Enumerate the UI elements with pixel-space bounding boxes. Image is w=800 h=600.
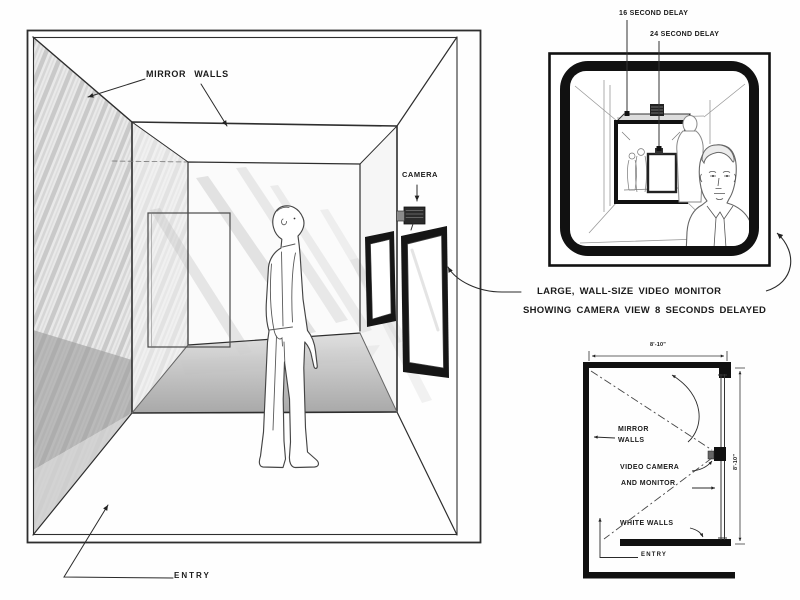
monitor-caption-line-2: SHOWING CAMERA VIEW 8 SECONDS DELAYED — [523, 305, 767, 316]
plan-sight-lines — [590, 370, 713, 540]
plan-height-dimension: 8'-10" — [733, 453, 739, 470]
entry-label: ENTRY — [174, 571, 211, 580]
plan-video-camera-line-1: VIDEO CAMERA — [620, 464, 680, 471]
mirror-walls-label: MIRROR WALLS — [146, 69, 229, 79]
person-figure — [258, 205, 320, 469]
plan-entry-label: ENTRY — [641, 552, 668, 558]
illustration-border — [26, 29, 482, 544]
crt-screen-content — [574, 80, 749, 246]
plan-width-dimension: 8'-10" — [649, 342, 667, 348]
plan-mirror-walls-line-1: MIRROR — [618, 426, 649, 433]
screen-standing-figure — [676, 115, 704, 203]
caption-to-monitor-arrow — [765, 232, 792, 292]
floor-plan-drawing — [583, 351, 745, 579]
monitor-caption-line-1: LARGE, WALL-SIZE VIDEO MONITOR — [537, 286, 722, 297]
main-leader-lines — [63, 78, 522, 579]
plan-leader-lines — [593, 374, 715, 558]
plan-video-camera-line-2: AND MONITOR — [621, 480, 676, 487]
screen-foreground-person — [685, 144, 749, 246]
room-opening-frame — [32, 36, 458, 536]
wall-monitor-large — [401, 226, 449, 378]
shaded-floor-band — [132, 333, 397, 413]
nested-nested-monitor — [646, 152, 678, 194]
plan-dimension-lines — [588, 351, 745, 545]
perspective-room-drawing — [26, 29, 522, 579]
camera-icon — [396, 206, 426, 231]
delay-16-label: 16 SECOND DELAY — [619, 10, 689, 17]
plan-walls — [583, 362, 735, 579]
delay-leader-lines — [624, 20, 662, 151]
plan-mirror-walls-line-2: WALLS — [618, 437, 645, 444]
plan-white-walls-label: WHITE WALLS — [620, 520, 674, 527]
camera-label: CAMERA — [402, 170, 438, 179]
wall-monitor-small — [365, 231, 396, 327]
monitor-detail-drawing — [548, 20, 792, 292]
door-outline — [147, 212, 231, 348]
delay-24-label: 24 SECOND DELAY — [650, 31, 720, 38]
plan-white-wall-bar — [620, 539, 731, 546]
